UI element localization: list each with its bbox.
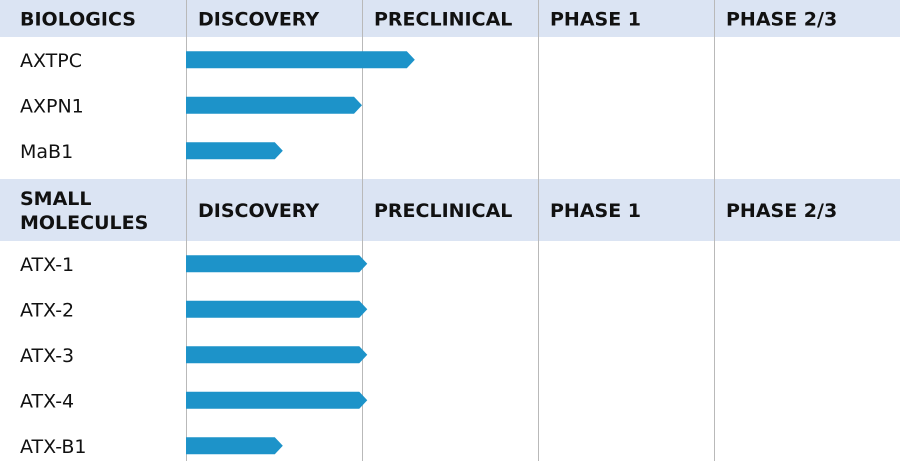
- program-label: AXTPC: [20, 50, 82, 72]
- program-label: MaB1: [20, 141, 73, 163]
- program-progress-bar: [186, 142, 283, 160]
- section-name-line-1: SMALL: [20, 188, 92, 210]
- program-progress-bar: [186, 391, 368, 409]
- program-progress-bar: [186, 437, 283, 455]
- program-progress-bar: [186, 300, 368, 318]
- stage-header-discovery: DISCOVERY: [198, 9, 319, 31]
- program-label: ATX-B1: [20, 436, 87, 458]
- program-progress-bar: [186, 51, 415, 69]
- program-label: AXPN1: [20, 95, 84, 117]
- stage-header-phase-2-3: PHASE 2/3: [726, 9, 837, 31]
- section-name: BIOLOGICS: [20, 9, 136, 31]
- program-label: ATX-2: [20, 299, 74, 321]
- stage-header-preclinical: PRECLINICAL: [374, 200, 512, 222]
- stage-header-phase-1: PHASE 1: [550, 9, 641, 31]
- program-label: ATX-1: [20, 254, 74, 276]
- program-progress-bar: [186, 255, 368, 273]
- stage-header-phase-1: PHASE 1: [550, 200, 641, 222]
- program-label: ATX-3: [20, 345, 74, 367]
- section-header-band: [0, 179, 900, 241]
- program-label: ATX-4: [20, 390, 74, 412]
- program-progress-bar: [186, 96, 362, 114]
- stage-header-preclinical: PRECLINICAL: [374, 9, 512, 31]
- section-name-line-2: MOLECULES: [20, 212, 148, 234]
- section-header-band: [0, 0, 900, 37]
- program-progress-bar: [186, 346, 368, 364]
- stage-header-discovery: DISCOVERY: [198, 200, 319, 222]
- stage-header-phase-2-3: PHASE 2/3: [726, 200, 837, 222]
